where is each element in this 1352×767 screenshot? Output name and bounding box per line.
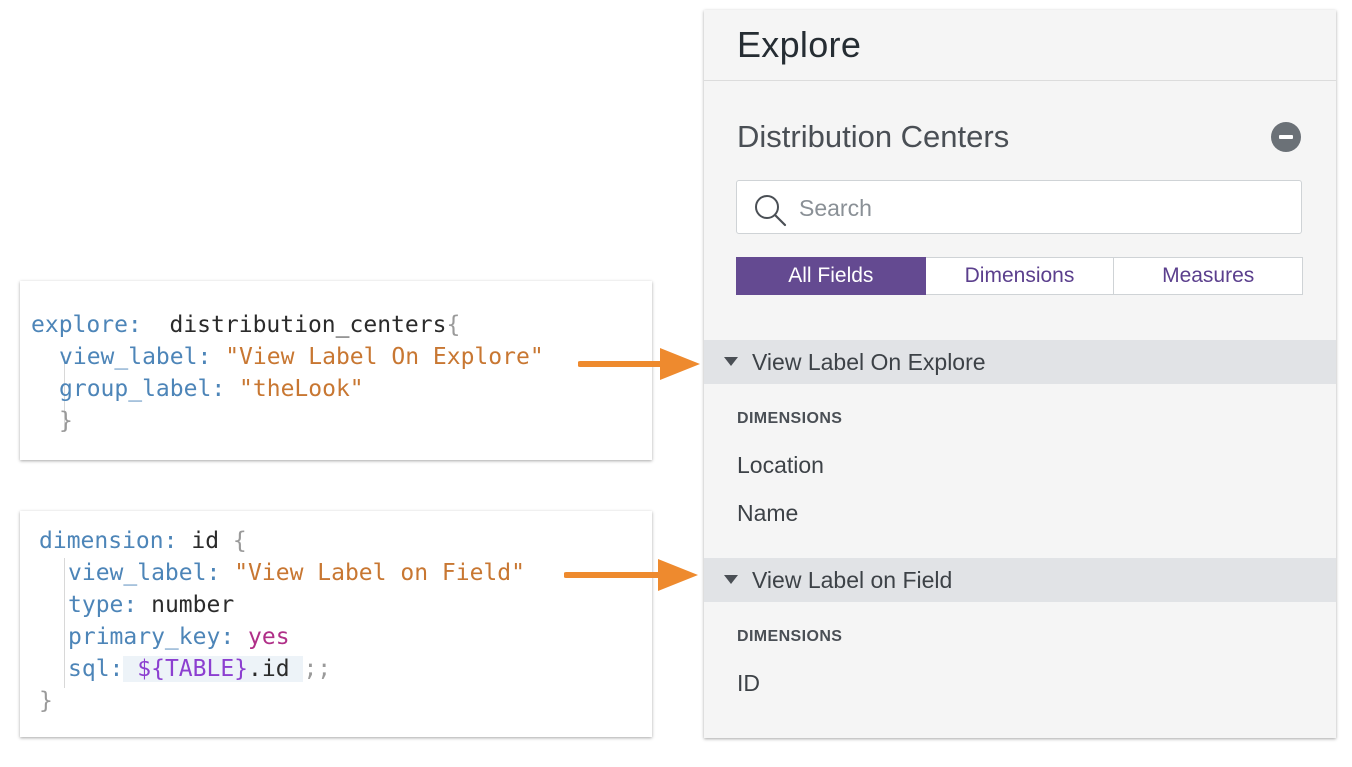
panel-header: Explore [704,10,1336,81]
code-line: sql: ${TABLE}.id ;; [68,653,331,685]
field-location[interactable]: Location [737,452,824,478]
tab-all-fields[interactable]: All Fields [736,257,926,295]
caret-down-icon [724,575,738,584]
group-label: View Label on Field [752,567,953,593]
caret-down-icon [724,357,738,366]
code-string: "theLook" [239,376,364,402]
code-key: dimension: [39,528,178,554]
group-label: View Label On Explore [752,349,986,375]
field-id[interactable]: ID [737,670,760,696]
code-line: dimension: id { [39,525,247,557]
code-line: } [39,685,53,717]
code-boolean: yes [248,624,290,650]
code-brace: { [232,528,247,554]
code-value: distribution_centers [169,312,447,338]
code-key: primary_key: [68,624,235,650]
code-key: view_label: [68,560,221,586]
code-key: sql: [68,656,124,682]
code-line: type: number [68,589,234,621]
section-label: DIMENSIONS [737,628,843,645]
group-header-view-label-on-explore[interactable]: View Label On Explore [704,340,1336,384]
field-tabs: All Fields Dimensions Measures [736,257,1304,295]
code-brace: { [446,312,461,338]
sql-highlight: ${TABLE}.id [123,656,304,682]
code-key: view_label: [59,344,212,370]
code-value: .id [248,656,290,682]
code-block-dimension: dimension: id { view_label: "View Label … [20,511,652,737]
search-input[interactable] [797,189,1291,227]
code-value: id [191,528,220,554]
code-line: } [59,405,73,437]
code-line: view_label: "View Label on Field" [68,557,525,589]
arrow-icon [564,559,698,591]
code-key: explore: [31,312,142,338]
explore-panel: Explore Distribution Centers All Fields … [704,10,1336,738]
code-line: view_label: "View Label On Explore" [59,341,544,373]
code-key: type: [68,592,138,618]
arrow-icon [578,348,700,380]
code-brace: } [59,408,73,434]
indent-guide [64,558,65,688]
group-header-view-label-on-field[interactable]: View Label on Field [704,558,1336,602]
section-label: DIMENSIONS [737,410,843,427]
code-brace: } [39,688,53,714]
tab-measures[interactable]: Measures [1114,257,1304,295]
indent-guide [64,356,65,432]
minus-circle-icon[interactable] [1271,122,1301,152]
code-string: "View Label On Explore" [225,344,544,370]
tab-dimensions[interactable]: Dimensions [925,257,1115,295]
search-box[interactable] [736,180,1302,234]
code-block-explore: explore: distribution_centers{ view_labe… [20,281,652,460]
panel-title: Explore [737,24,862,65]
code-line: group_label: "theLook" [59,373,364,405]
code-variable: ${TABLE} [137,656,249,682]
field-name[interactable]: Name [737,500,799,526]
code-line: explore: distribution_centers{ [31,309,460,341]
code-string: "View Label on Field" [234,560,525,586]
search-icon [755,195,787,227]
code-terminator: ;; [303,656,332,682]
view-title: Distribution Centers [737,119,1010,154]
code-value: number [151,592,235,618]
code-key: group_label: [59,376,226,402]
code-line: primary_key: yes [68,621,290,653]
